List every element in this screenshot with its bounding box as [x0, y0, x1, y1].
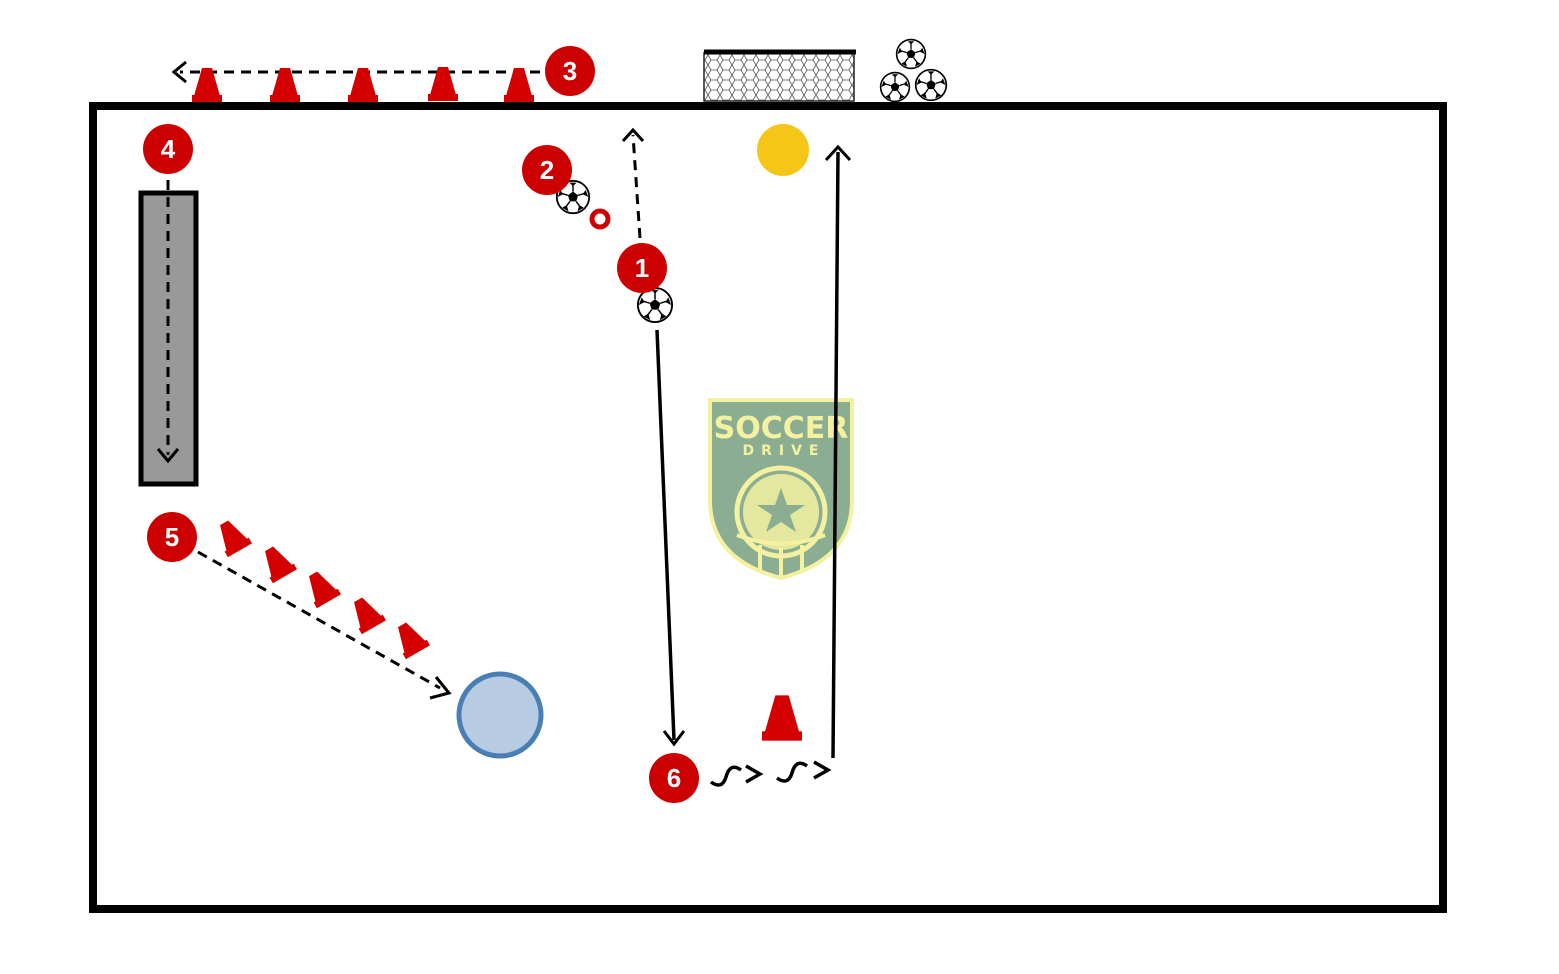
goal-net-icon [703, 49, 856, 102]
svg-text:3: 3 [563, 56, 577, 86]
station-badge-5: 5 [147, 512, 197, 562]
diagonal-cone-line [197, 515, 452, 700]
arrow-left-icon [171, 60, 187, 84]
traffic-cone-icon [389, 617, 431, 660]
arrow-diagonal-icon [429, 676, 452, 700]
run-path-down [655, 329, 676, 741]
station-badge-3: 3 [545, 46, 595, 96]
top-cone-line [171, 60, 540, 102]
station-badge-4: 4 [143, 124, 193, 174]
run-path-5 [197, 550, 441, 690]
dribble-path-icon [709, 760, 832, 787]
logo-title: SOCCER [714, 411, 849, 446]
traffic-cone-icon [504, 68, 534, 102]
logo-subtitle: DRIVE [742, 443, 825, 459]
svg-text:2: 2 [540, 155, 554, 185]
field-boundary [89, 102, 1447, 913]
svg-text:5: 5 [165, 522, 179, 552]
arrow-down-icon [662, 730, 686, 747]
traffic-cone-icon [345, 592, 387, 635]
station-badge-1: 1 [617, 243, 667, 293]
disc-marker-icon [757, 124, 809, 176]
disc-marker-icon [456, 671, 544, 759]
soccer-ball-icon [895, 38, 927, 70]
traffic-cone-icon [256, 541, 298, 584]
traffic-cone-icon [762, 695, 802, 741]
run-path-up [831, 151, 840, 759]
soccer-ball-icon [636, 286, 674, 324]
svg-text:1: 1 [635, 253, 649, 283]
arrow-up-icon [824, 144, 852, 162]
soccer-ball-icon [879, 71, 911, 103]
soccer-ball-icon [914, 68, 948, 102]
agility-ladder-icon [138, 180, 199, 487]
station-badge-6: 6 [649, 753, 699, 803]
run-path-1 [631, 134, 642, 239]
svg-text:4: 4 [161, 134, 176, 164]
station-badge-2: 2 [522, 145, 572, 195]
traffic-cone-icon [300, 566, 342, 609]
logo-icon: SOCCER DRIVE [708, 398, 854, 581]
traffic-cone-icon [211, 515, 253, 558]
arrow-up-icon [621, 127, 645, 143]
speed-ring-icon [589, 208, 611, 230]
svg-text:6: 6 [667, 763, 681, 793]
ball-pile [879, 38, 948, 103]
